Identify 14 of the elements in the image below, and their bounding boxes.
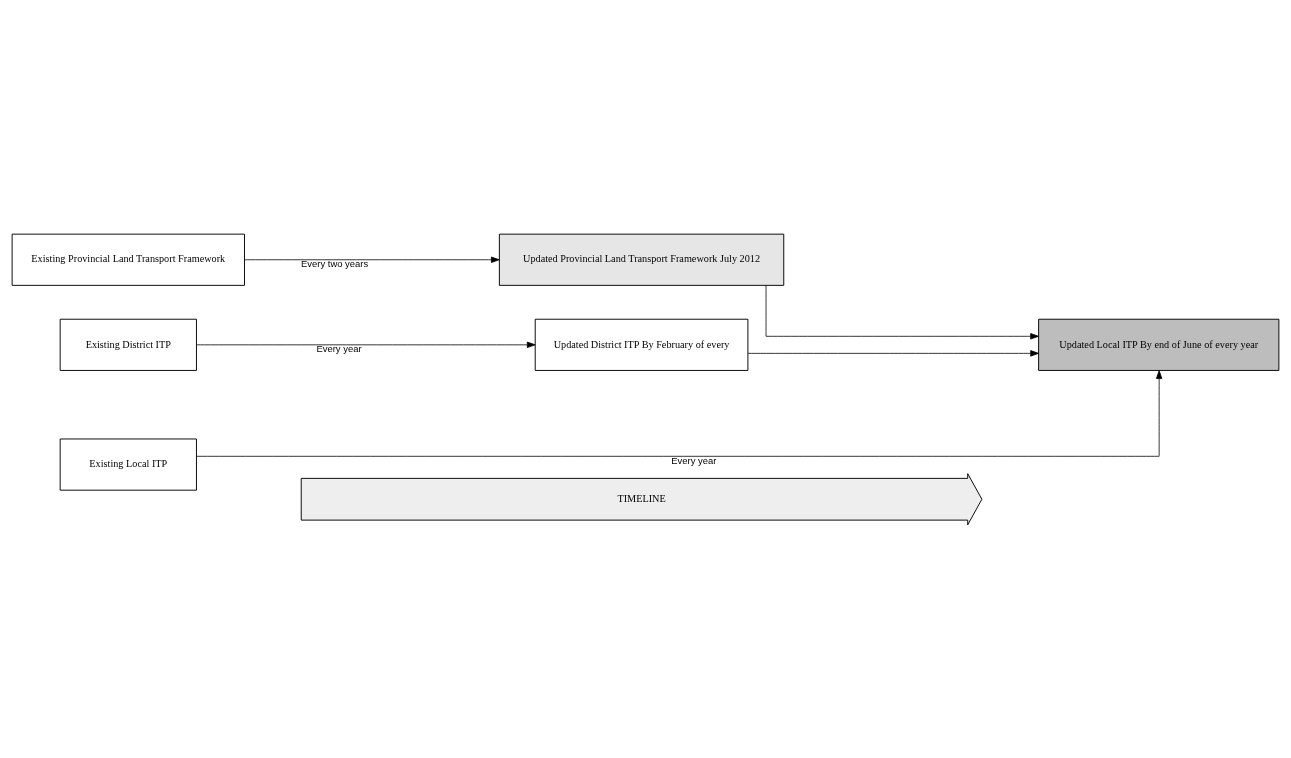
- arrow: [196, 341, 536, 348]
- node-box: Updated District ITP By February of every: [534, 318, 749, 371]
- arrow: [747, 349, 1039, 357]
- edge-label: Every two years: [301, 257, 369, 269]
- node-box: Existing Local ITP: [59, 438, 197, 491]
- arrow: [244, 256, 500, 263]
- arrow: [765, 284, 1039, 339]
- edge-label: Every year: [671, 454, 717, 466]
- node-box: Existing Provincial Land Transport Framework: [11, 233, 245, 286]
- node-box: Updated Local ITP By end of June of every year: [1038, 318, 1280, 371]
- node-box: Existing District ITP: [59, 318, 197, 371]
- edge-label: Every year: [316, 342, 362, 354]
- node-box: Updated Provincial Land Transport Framework July 2012: [498, 233, 785, 286]
- arrow: [196, 369, 1163, 457]
